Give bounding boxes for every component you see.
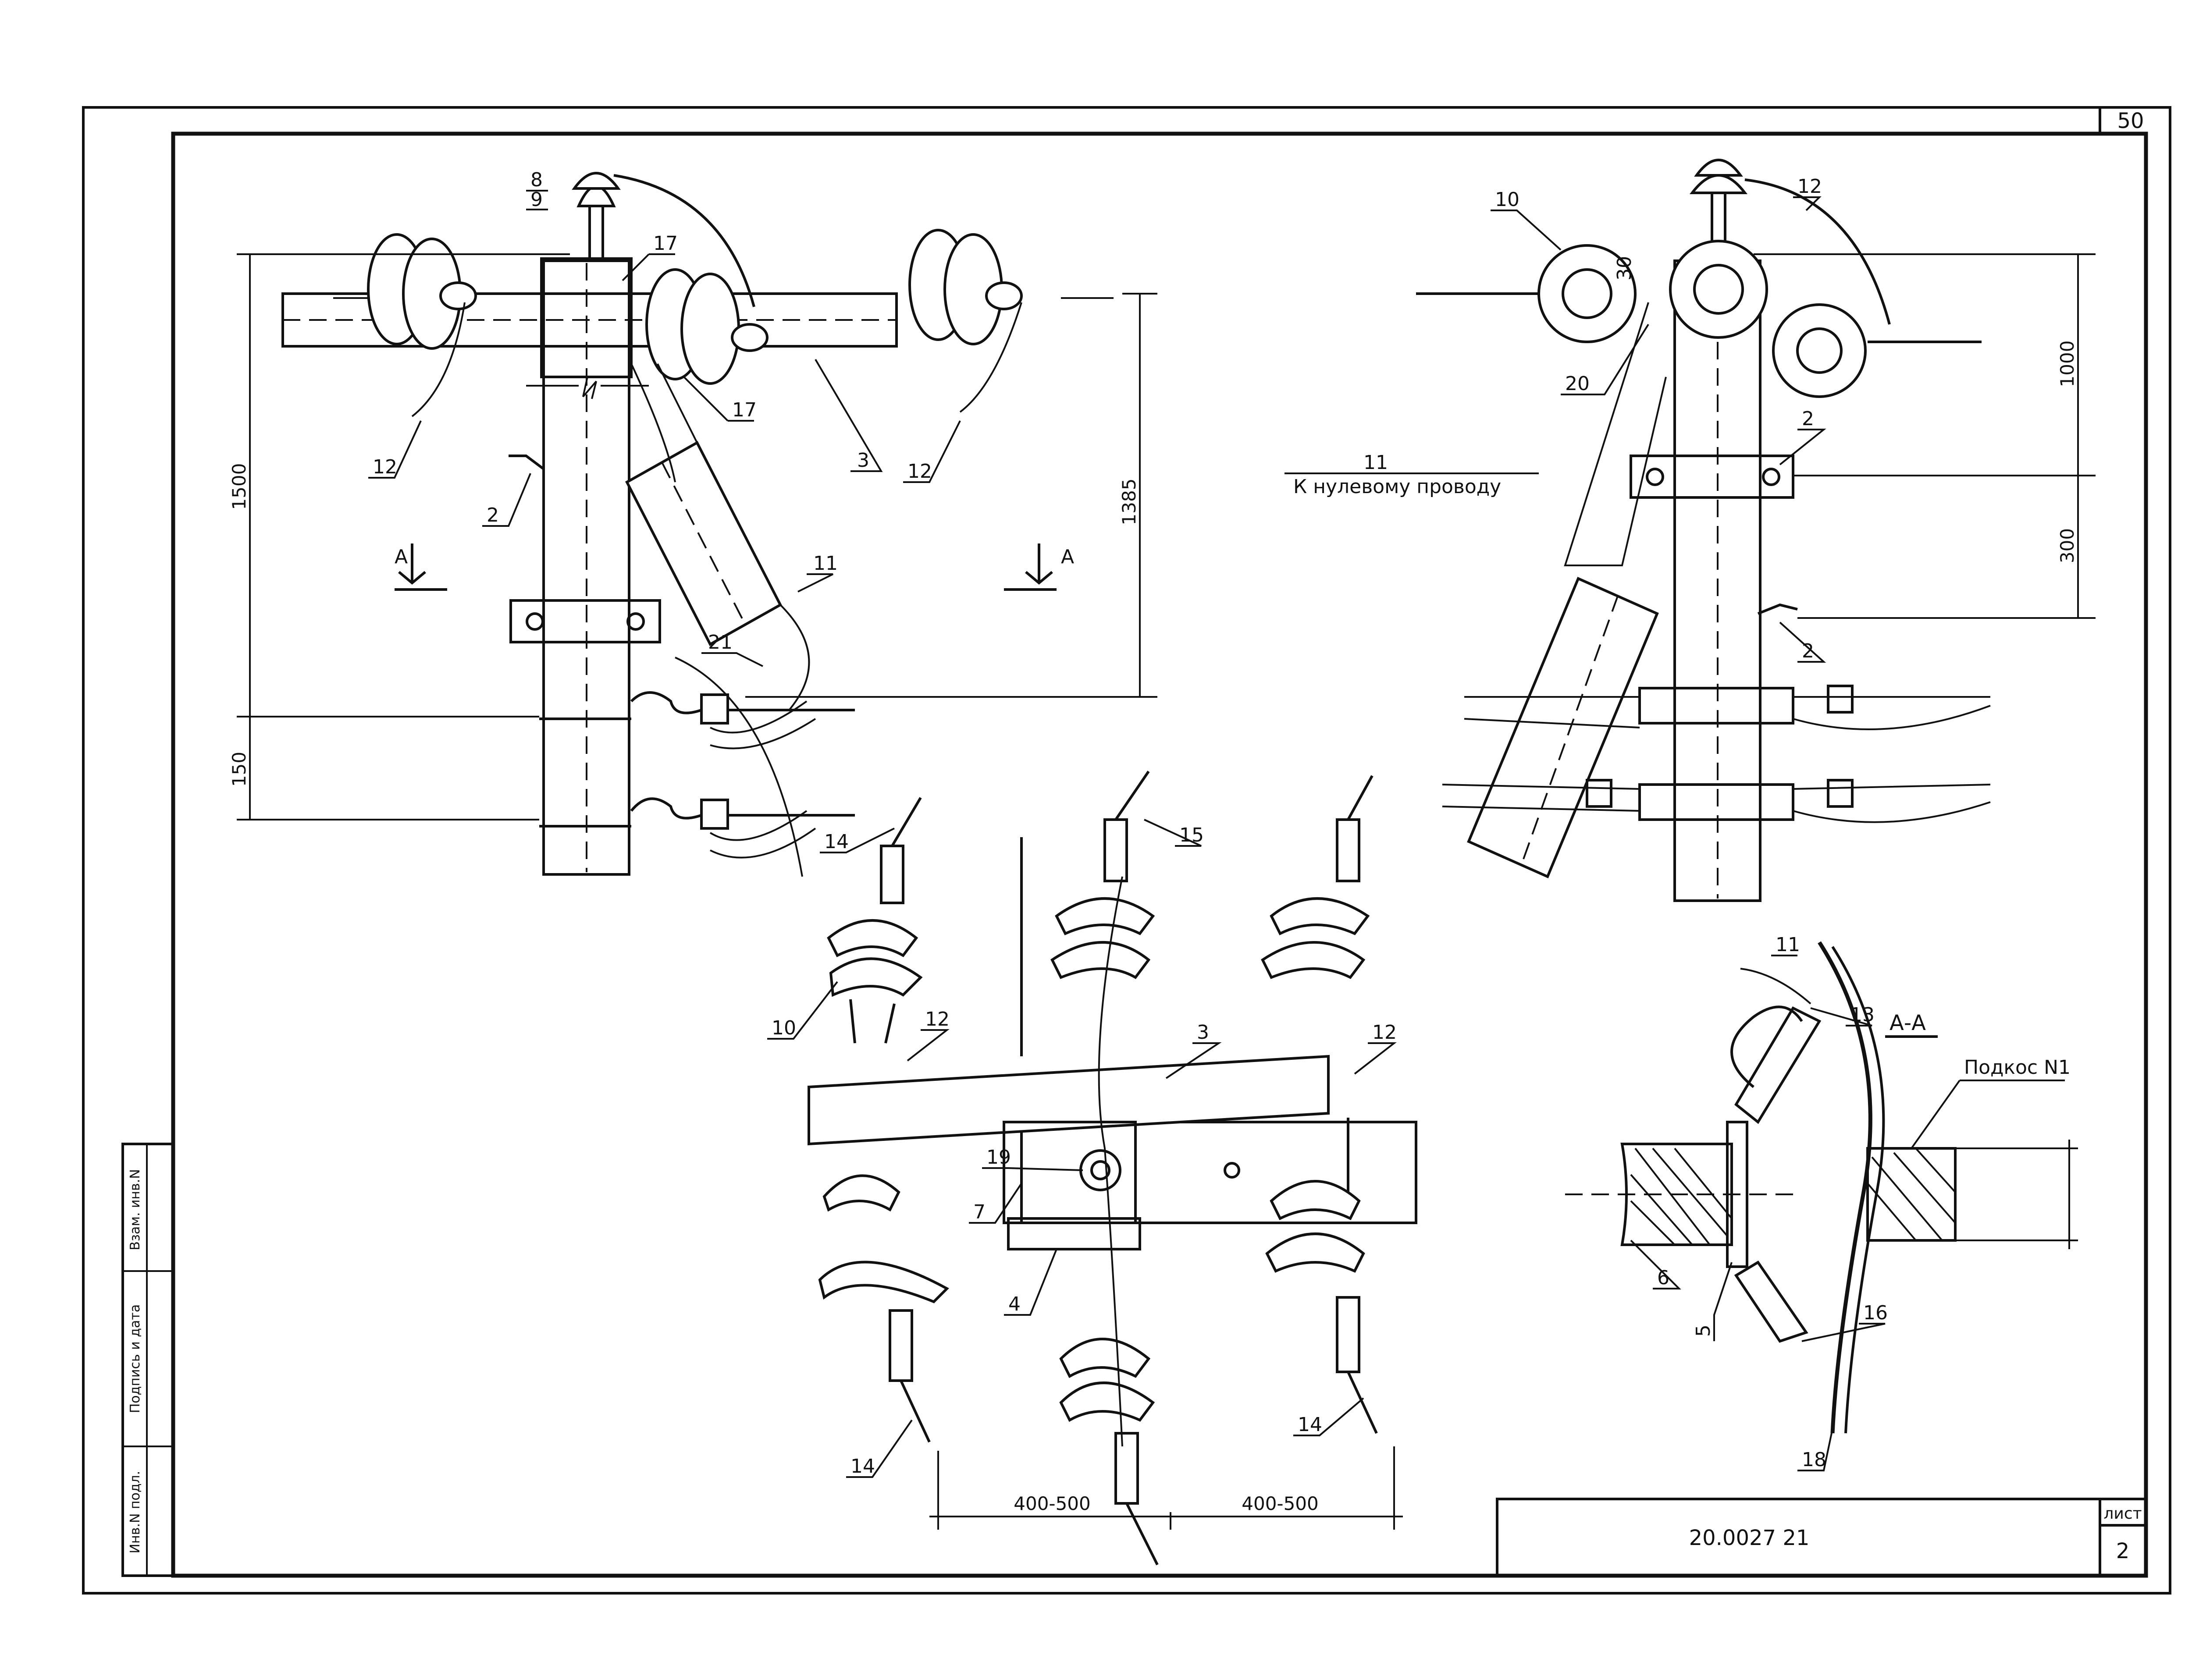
side-label-2-top: 2 [1802, 408, 1814, 430]
front-view: 1500 1385 150 А А 8 9 17 17 12 12 3 2 11… [228, 169, 1157, 877]
dim-400-500-right: 400-500 [1242, 1493, 1319, 1514]
top-label-15: 15 [1179, 824, 1204, 846]
top-label-14-upper: 14 [824, 831, 849, 853]
label-3: 3 [857, 449, 869, 472]
drawing-code: 20.0027 21 [1689, 1526, 1810, 1550]
dim-150: 150 [228, 752, 250, 787]
side-label-12: 12 [1797, 175, 1822, 198]
label-9: 9 [530, 188, 543, 211]
stamp-inv-podl: Инв.N подл. [128, 1471, 143, 1554]
section-label-11: 11 [1776, 934, 1800, 956]
dim-1500: 1500 [228, 463, 250, 510]
label-11: 11 [813, 552, 838, 575]
side-label-10: 10 [1495, 188, 1519, 211]
top-label-14-lower-left: 14 [850, 1455, 875, 1478]
side-label-11: 11 [1363, 451, 1388, 474]
drawing-frame: 50 [82, 106, 2171, 1595]
label-17-top: 17 [653, 232, 678, 255]
section-note-podkos: Подкос N1 [1964, 1056, 2071, 1079]
section-aa-view: А-А Подкос N1 11 13 6 5 16 18 [1565, 934, 2078, 1471]
side-view: 1000 300 10 12 30 20 11 К нулевому прово… [1285, 159, 2096, 902]
top-label-12-right: 12 [1372, 1021, 1397, 1044]
section-label-16: 16 [1863, 1302, 1888, 1324]
stamp-podpis-data: Подпись и дата [128, 1304, 143, 1414]
label-12-left: 12 [373, 456, 397, 478]
label-17-mid: 17 [732, 399, 757, 421]
label-12-right: 12 [907, 460, 932, 483]
dim-400-500-left: 400-500 [1014, 1493, 1091, 1514]
top-label-4: 4 [1008, 1293, 1021, 1315]
top-label-19: 19 [986, 1146, 1011, 1169]
section-mark-left: А [395, 546, 408, 568]
sheet-number: 2 [2116, 1539, 2130, 1563]
dim-1000: 1000 [2057, 341, 2078, 387]
label-21: 21 [708, 631, 733, 654]
page-number: 50 [2117, 109, 2144, 133]
top-label-14-lower-right: 14 [1298, 1414, 1322, 1436]
section-mark-right: А [1061, 546, 1074, 568]
dim-1385: 1385 [1118, 479, 1140, 526]
side-label-20: 20 [1565, 373, 1590, 395]
label-8: 8 [530, 169, 543, 191]
side-note-neutral: К нулевому проводу [1293, 476, 1501, 498]
side-label-30: 30 [1613, 256, 1636, 281]
title-block: 20.0027 21 лист 2 [1496, 1498, 2147, 1577]
side-stamp: Взам. инв.N Подпись и дата Инв.N подл. [121, 1143, 174, 1577]
dim-300: 300 [2057, 528, 2078, 563]
stamp-vzam-inv: Взам. инв.N [128, 1169, 143, 1250]
top-view: 400-500 400-500 14 15 10 12 12 3 19 7 4 … [767, 771, 1417, 1566]
sheet-label: лист [2103, 1505, 2142, 1523]
label-2: 2 [487, 504, 499, 526]
top-label-12-left: 12 [925, 1008, 950, 1030]
top-label-10: 10 [772, 1017, 796, 1039]
section-label-18: 18 [1802, 1449, 1826, 1471]
top-label-7: 7 [973, 1201, 986, 1223]
section-aa-title: А-А [1890, 1011, 1926, 1035]
top-label-3: 3 [1197, 1021, 1209, 1044]
section-label-5: 5 [1692, 1325, 1715, 1337]
